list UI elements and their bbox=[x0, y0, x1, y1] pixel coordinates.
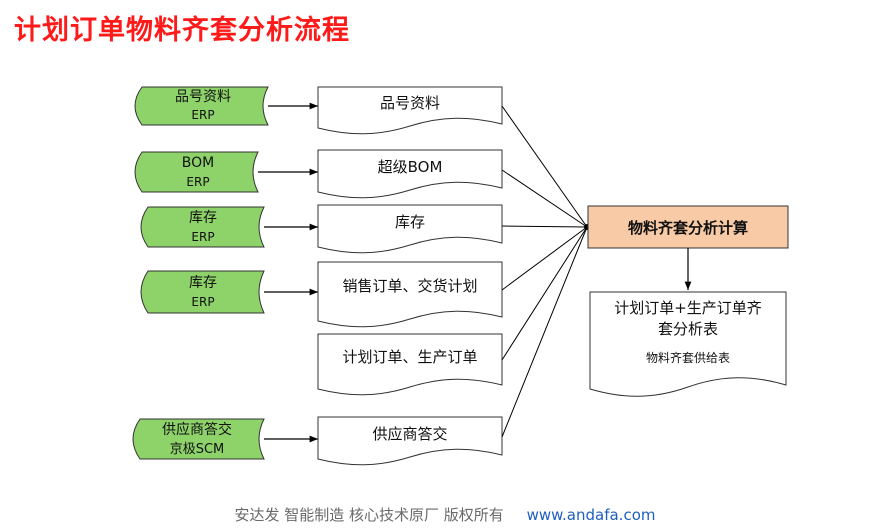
source-label: 品号资料 bbox=[175, 89, 231, 105]
stored-data-shape bbox=[140, 206, 265, 248]
source-label: 库存 bbox=[189, 275, 217, 291]
source-system: ERP bbox=[191, 295, 214, 309]
footer-url[interactable]: www.andafa.com bbox=[526, 506, 656, 524]
document-shape bbox=[317, 149, 503, 199]
stored-data-shape bbox=[134, 151, 259, 193]
document-label: 计划订单、生产订单 bbox=[342, 348, 477, 366]
process-shape bbox=[587, 205, 789, 249]
source-arrows bbox=[258, 102, 318, 443]
document-shape bbox=[589, 291, 787, 397]
document-label: 供应商答交 bbox=[372, 425, 447, 443]
output-title-line2: 套分析表 bbox=[658, 320, 718, 338]
source-inventory-erp-2: 库存 ERP bbox=[140, 270, 265, 314]
process-box: 物料齐套分析计算 bbox=[587, 205, 789, 249]
document-supplier-reply: 供应商答交 bbox=[317, 416, 503, 466]
document-shape bbox=[317, 261, 503, 328]
document-super-bom: 超级BOM bbox=[317, 149, 503, 199]
source-bom-erp: BOM ERP bbox=[134, 151, 259, 193]
document-label: 品号资料 bbox=[380, 94, 440, 112]
source-system: 京极SCM bbox=[170, 442, 225, 457]
document-planned-orders: 计划订单、生产订单 bbox=[317, 333, 503, 396]
stored-data-shape bbox=[134, 86, 269, 126]
source-item-info-erp: 品号资料 ERP bbox=[134, 86, 269, 126]
document-shape bbox=[317, 416, 503, 466]
source-label: BOM bbox=[182, 155, 214, 171]
document-sales-orders: 销售订单、交货计划 bbox=[317, 261, 503, 328]
footer: 安达发 智能制造 核心技术原厂 版权所有 www.andafa.com bbox=[0, 504, 890, 525]
document-label: 销售订单、交货计划 bbox=[342, 277, 477, 295]
output-document: 计划订单+生产订单齐 套分析表 物料齐套供给表 bbox=[589, 291, 787, 397]
source-system: ERP bbox=[191, 108, 214, 122]
footer-copyright: 安达发 智能制造 核心技术原厂 版权所有 bbox=[234, 506, 504, 524]
source-label: 供应商答交 bbox=[162, 421, 232, 438]
document-label: 超级BOM bbox=[378, 158, 443, 176]
document-shape bbox=[317, 86, 503, 135]
page-title: 计划订单物料齐套分析流程 bbox=[14, 15, 350, 46]
document-shape bbox=[317, 204, 503, 254]
document-shape bbox=[317, 333, 503, 396]
stored-data-shape bbox=[140, 270, 265, 314]
source-system: ERP bbox=[186, 175, 209, 189]
source-system: ERP bbox=[191, 230, 214, 244]
document-item-info: 品号资料 bbox=[317, 86, 503, 135]
output-title-line1: 计划订单+生产订单齐 bbox=[614, 299, 762, 317]
document-inventory: 库存 bbox=[317, 204, 503, 254]
source-label: 库存 bbox=[189, 210, 217, 226]
source-supplier-scm: 供应商答交 京极SCM bbox=[132, 418, 265, 460]
stored-data-shape bbox=[132, 418, 265, 460]
source-inventory-erp: 库存 ERP bbox=[140, 206, 265, 248]
output-subtitle: 物料齐套供给表 bbox=[646, 350, 730, 365]
process-label: 物料齐套分析计算 bbox=[628, 219, 748, 237]
converging-lines bbox=[501, 105, 588, 438]
document-label: 库存 bbox=[395, 213, 425, 231]
